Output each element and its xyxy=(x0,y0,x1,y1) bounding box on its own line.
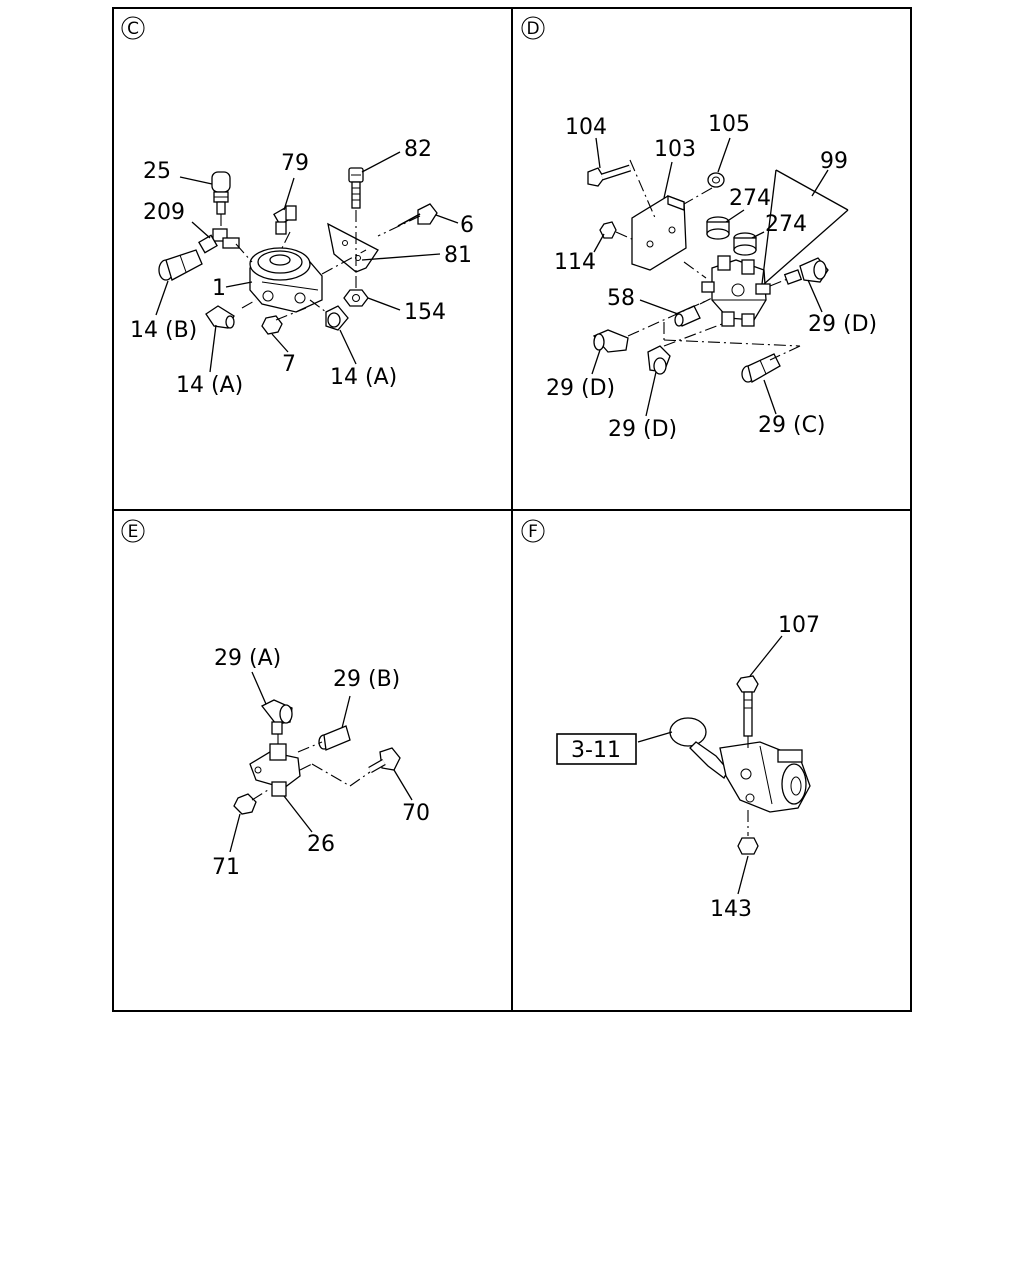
label-d-99: 99 xyxy=(820,149,848,174)
bolt-70 xyxy=(368,747,401,774)
label-f-107: 107 xyxy=(778,613,820,638)
label-f-143: 143 xyxy=(710,897,752,922)
panel-d: D xyxy=(521,16,877,442)
label-c-14b: 14 (B) xyxy=(130,318,197,343)
panel-e-marker: E xyxy=(121,519,145,543)
panel-marker-circle-icon xyxy=(121,16,145,40)
label-c-79: 79 xyxy=(281,151,309,176)
panel-marker-circle-icon xyxy=(121,519,145,543)
label-e-26: 26 xyxy=(307,832,335,857)
bracket-81 xyxy=(327,222,379,273)
elbow-29d-lower xyxy=(647,345,671,375)
panel-d-marker: D xyxy=(521,16,545,40)
fitting-58 xyxy=(674,305,701,327)
label-c-154: 154 xyxy=(404,300,446,325)
panel-f-marker-text: F xyxy=(528,522,538,542)
label-c-209: 209 xyxy=(143,200,185,225)
elbow-79 xyxy=(273,205,297,235)
label-c-25: 25 xyxy=(143,159,171,184)
nut-71 xyxy=(233,793,257,815)
label-d-274-lower: 274 xyxy=(765,212,807,237)
panel-f: F xyxy=(521,519,820,922)
elbow-29a xyxy=(261,699,293,735)
nut-154 xyxy=(343,289,369,307)
label-d-103: 103 xyxy=(654,137,696,162)
bolt-82 xyxy=(348,167,364,209)
cap-274-right xyxy=(733,232,757,256)
label-c-81: 81 xyxy=(444,243,472,268)
label-d-274-upper: 274 xyxy=(729,186,771,211)
label-e-29a: 29 (A) xyxy=(214,646,281,671)
label-c-1: 1 xyxy=(212,276,226,301)
valve-assembly-99 xyxy=(701,255,771,327)
valve-body-1 xyxy=(249,247,323,313)
elbow-29d-right xyxy=(783,257,829,285)
fitting-29c xyxy=(741,353,781,383)
label-d-114: 114 xyxy=(554,250,596,275)
label-c-7: 7 xyxy=(282,352,296,377)
label-d-29d-lower: 29 (D) xyxy=(608,417,677,442)
switch-25 xyxy=(211,171,231,215)
label-c-14a-left: 14 (A) xyxy=(176,373,243,398)
tee-body-26 xyxy=(249,743,301,797)
bolt-104 xyxy=(587,164,632,187)
label-c-6: 6 xyxy=(460,213,474,238)
label-d-29c: 29 (C) xyxy=(758,413,826,438)
panel-f-marker: F xyxy=(521,519,545,543)
label-d-29d-right: 29 (D) xyxy=(808,312,877,337)
reference-label[interactable]: 3-11 xyxy=(571,738,621,763)
control-valve-assembly xyxy=(669,717,811,813)
label-d-58: 58 xyxy=(607,286,635,311)
elbow-29d-left xyxy=(592,329,629,353)
label-e-71: 71 xyxy=(212,855,240,880)
panel-marker-circle-icon xyxy=(521,16,545,40)
label-d-105: 105 xyxy=(708,112,750,137)
fitting-29b xyxy=(318,725,351,751)
elbow-14a-left xyxy=(205,305,235,329)
label-c-82: 82 xyxy=(404,137,432,162)
fitting-14b xyxy=(158,249,203,281)
panel-c-marker-text: C xyxy=(127,19,139,39)
bracket-103 xyxy=(631,195,687,271)
panel-c-marker: C xyxy=(121,16,145,40)
panel-e-marker-text: E xyxy=(128,522,139,542)
reference-box-3-11[interactable]: 3-11 xyxy=(556,733,637,765)
panel-marker-circle-icon xyxy=(521,519,545,543)
tee-fitting-209 xyxy=(198,228,240,254)
panel-e: E xyxy=(121,519,430,880)
nut-7 xyxy=(261,315,283,335)
label-c-14a-right: 14 (A) xyxy=(330,365,397,390)
bolt-107 xyxy=(736,675,759,737)
label-e-29b: 29 (B) xyxy=(333,667,400,692)
cap-274-left xyxy=(706,216,730,240)
nut-143 xyxy=(737,837,759,855)
label-d-104: 104 xyxy=(565,115,607,140)
label-d-29d-left: 29 (D) xyxy=(546,376,615,401)
label-e-70: 70 xyxy=(402,801,430,826)
panel-c: C xyxy=(121,16,474,398)
washer-105 xyxy=(707,172,725,188)
elbow-14a-right xyxy=(325,305,349,331)
bolt-6 xyxy=(397,203,438,227)
panel-d-marker-text: D xyxy=(526,19,539,39)
